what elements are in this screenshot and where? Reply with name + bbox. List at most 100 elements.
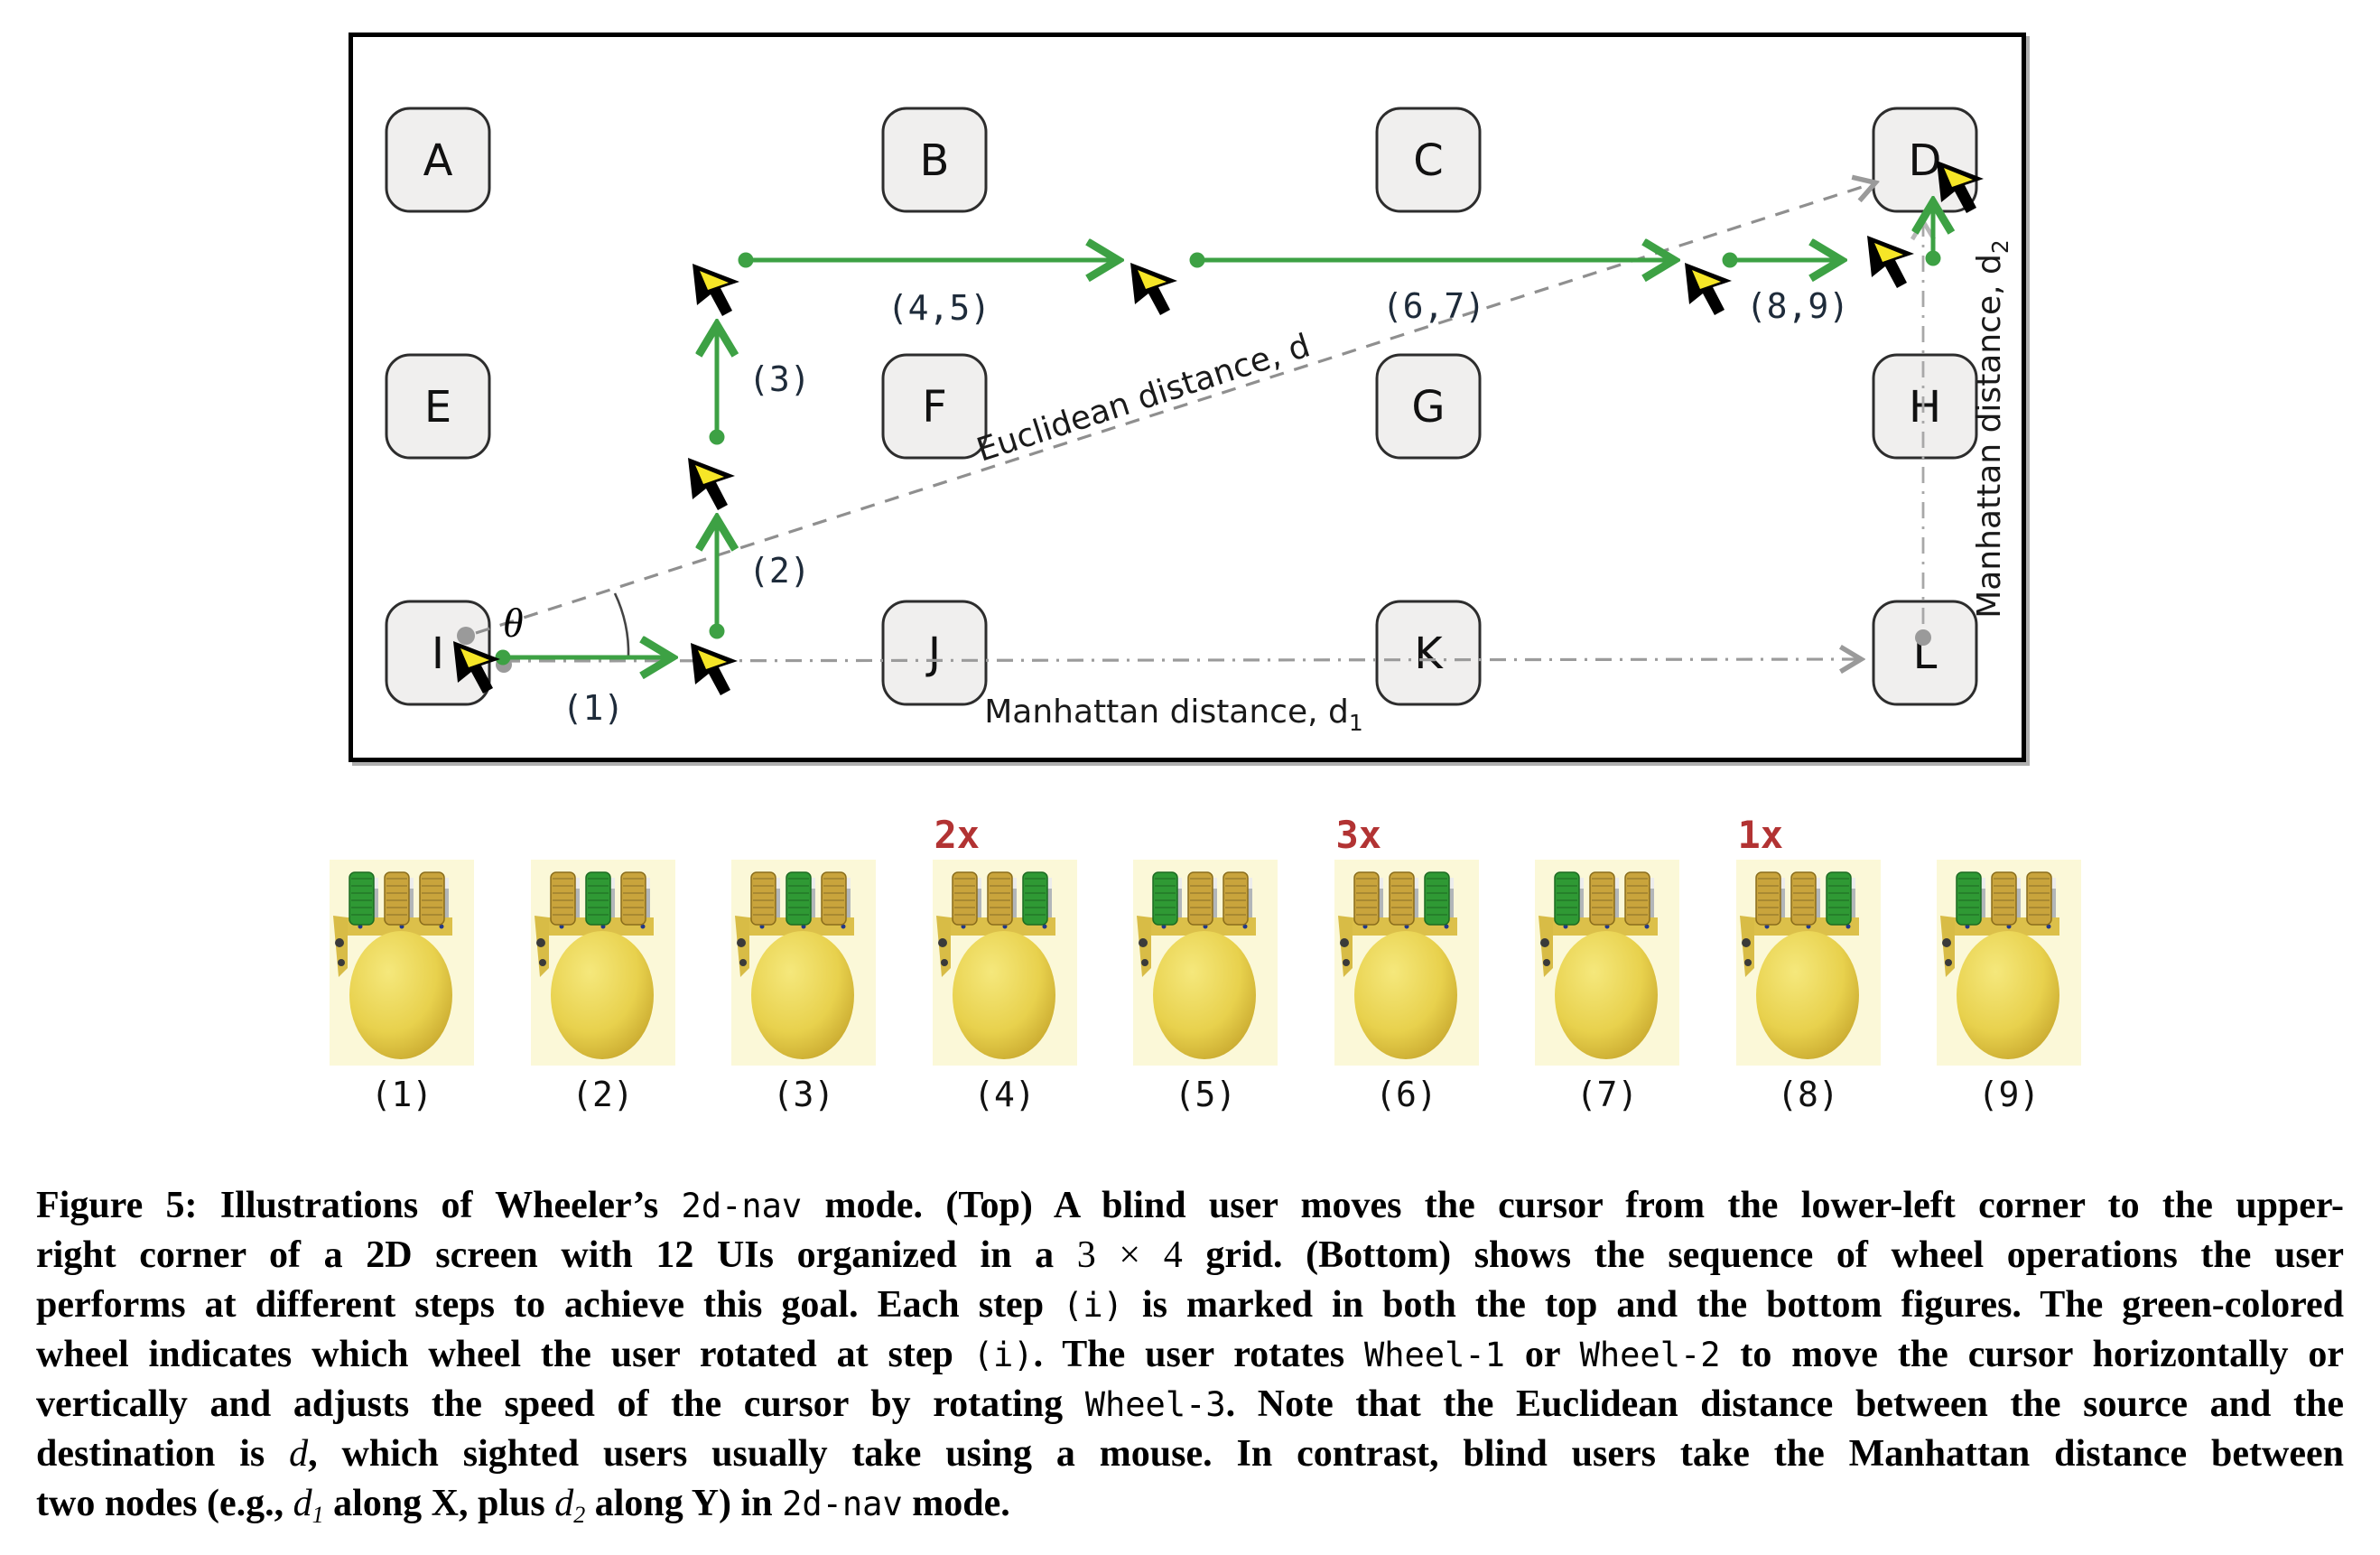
euclidean-distance-label: Euclidean distance, d [972, 327, 1315, 469]
grid-node-label: A [423, 135, 453, 186]
step-label-2: (2) [748, 551, 811, 591]
caption-line: two nodes (e.g., d1 along X, plus d2 alo… [36, 1479, 2344, 1540]
wheel-step-tile: (9) [1937, 860, 2081, 1114]
grid-node [1375, 600, 1482, 706]
caption-text: 2 [573, 1502, 586, 1528]
wheel-device-image [1133, 860, 1278, 1066]
wheel-step-tile: (2) [530, 860, 675, 1114]
caption-text: d [293, 1483, 312, 1524]
caption-text: along X, plus [323, 1483, 555, 1524]
manhattan-d1-label: Manhattan distance, d1 [984, 694, 1363, 736]
grid-node-label: I [432, 629, 444, 679]
wheel-step-label: (6) [1375, 1075, 1437, 1114]
caption-code-term: (i) [1063, 1286, 1123, 1325]
caption-line: Figure 5: Illustrations of Wheeler’s 2d-… [36, 1181, 2344, 1231]
wheel-step-label: (1) [370, 1075, 433, 1114]
caption-code-term: (i) [972, 1336, 1034, 1374]
wheel-step-label: (8) [1777, 1075, 1839, 1114]
caption-text: grid. (Bottom) shows the sequence of whe… [1182, 1234, 2344, 1276]
wheel-device-image [932, 860, 1077, 1066]
grid-node [881, 353, 988, 460]
wheel-device-image [330, 860, 474, 1066]
caption-line: vertically and adjusts the speed of the … [36, 1380, 2344, 1429]
grid-node [881, 107, 988, 213]
step-label-8-9: (8,9) [1746, 286, 1849, 326]
grid-node-label: C [1413, 135, 1444, 186]
wheel-step-tile: (7) [1535, 860, 1679, 1114]
caption-text: destination is [36, 1433, 290, 1475]
grid-node-label: K [1414, 629, 1444, 679]
caption-text: , which sighted users usually take using… [308, 1433, 2344, 1475]
cursors [453, 161, 1984, 695]
caption-line: destination is d, which sighted users us… [36, 1429, 2344, 1479]
grid-node-label: J [925, 629, 941, 679]
wheel-device-image [731, 860, 876, 1066]
caption-text: 1 [311, 1502, 324, 1528]
caption-text: to move the cursor horizontally or [1720, 1334, 2344, 1375]
euclidean-origin-dot [457, 627, 475, 645]
grid-node-label: E [424, 382, 451, 433]
wheel-step-label: (3) [772, 1075, 835, 1114]
wheel-step-label: (4) [973, 1075, 1036, 1114]
caption-code-term: Wheel-1 [1363, 1336, 1505, 1374]
caption-line: right corner of a 2D screen with 12 UIs … [36, 1231, 2344, 1280]
caption-code-term: 2d-nav [681, 1187, 803, 1225]
caption-text: mode. (Top) A blind user moves the curso… [802, 1185, 2344, 1226]
speed-multiplier-label: 1x [1737, 813, 1784, 857]
grid-node [1872, 353, 1978, 460]
grid-node-label: H [1909, 382, 1941, 433]
caption-text: performs at different steps to achieve t… [36, 1284, 1064, 1326]
caption-code-term: Wheel-2 [1579, 1336, 1721, 1374]
caption-text: right corner of a 2D screen with 12 UIs … [36, 1234, 1077, 1276]
caption-text: wheel indicates which wheel the user rot… [36, 1334, 973, 1375]
cursor-icon [1685, 263, 1732, 315]
step-label-3: (3) [748, 359, 811, 399]
step-label-4-5: (4,5) [888, 288, 990, 328]
grid-node-label: F [922, 382, 947, 433]
grid-node [385, 107, 491, 213]
euclidean-distance-line [475, 183, 1873, 635]
wheel-step-label: (2) [572, 1075, 634, 1114]
theta-arc [613, 592, 630, 658]
wheel-step-label: (9) [1977, 1075, 2041, 1114]
wheel-device-image [1735, 860, 1881, 1066]
grid-node-label: D [1909, 135, 1942, 186]
caption-code-term: Wheel-3 [1084, 1385, 1226, 1424]
caption-code-term: 2d-nav [782, 1485, 903, 1523]
grid-node [1375, 107, 1482, 213]
grid-node-label: B [920, 135, 950, 186]
caption-text: is marked in both the top and the bottom… [1122, 1284, 2344, 1326]
speed-multiplier-label: 2x [934, 813, 981, 857]
grid-node [1375, 353, 1482, 460]
caption-text: vertically and adjusts the speed of the … [36, 1383, 1085, 1425]
grid-node-label: G [1411, 382, 1445, 433]
grid-node [385, 353, 491, 460]
figure-caption: Figure 5: Illustrations of Wheeler’s 2d-… [36, 1181, 2344, 1540]
caption-text: or [1504, 1334, 1580, 1375]
cursor-icon [691, 643, 738, 695]
wheel-step-tile: (3) [731, 860, 876, 1114]
caption-text: . The user rotates [1033, 1334, 1364, 1375]
caption-text: d [289, 1433, 309, 1475]
wheel-step-tile: 2x (4) [932, 813, 1077, 1114]
cursor-icon [1130, 263, 1177, 315]
cursor-icon [693, 264, 739, 316]
cursor-icon [688, 458, 735, 510]
caption-text: Figure 5: Illustrations of Wheeler’s [36, 1185, 682, 1226]
manhattan-d2-label: Manhattan distance, d2 [1971, 239, 2013, 619]
caption-text: . Note that the Euclidean distance betwe… [1225, 1383, 2344, 1425]
cursor-icon [1867, 236, 1914, 288]
speed-multiplier-label: 3x [1335, 813, 1382, 857]
caption-text: two nodes (e.g., [36, 1483, 293, 1524]
wheel-device-image [1937, 860, 2081, 1066]
caption-line: wheel indicates which wheel the user rot… [36, 1330, 2344, 1380]
wheel-step-tile: 3x (6) [1334, 813, 1479, 1114]
cursor-path [495, 205, 1941, 666]
wheel-device-image [530, 860, 675, 1066]
wheel-step-tile: (1) [330, 860, 474, 1114]
grid-node [1872, 600, 1978, 706]
wheel-step-tile: 1x (8) [1735, 813, 1881, 1114]
